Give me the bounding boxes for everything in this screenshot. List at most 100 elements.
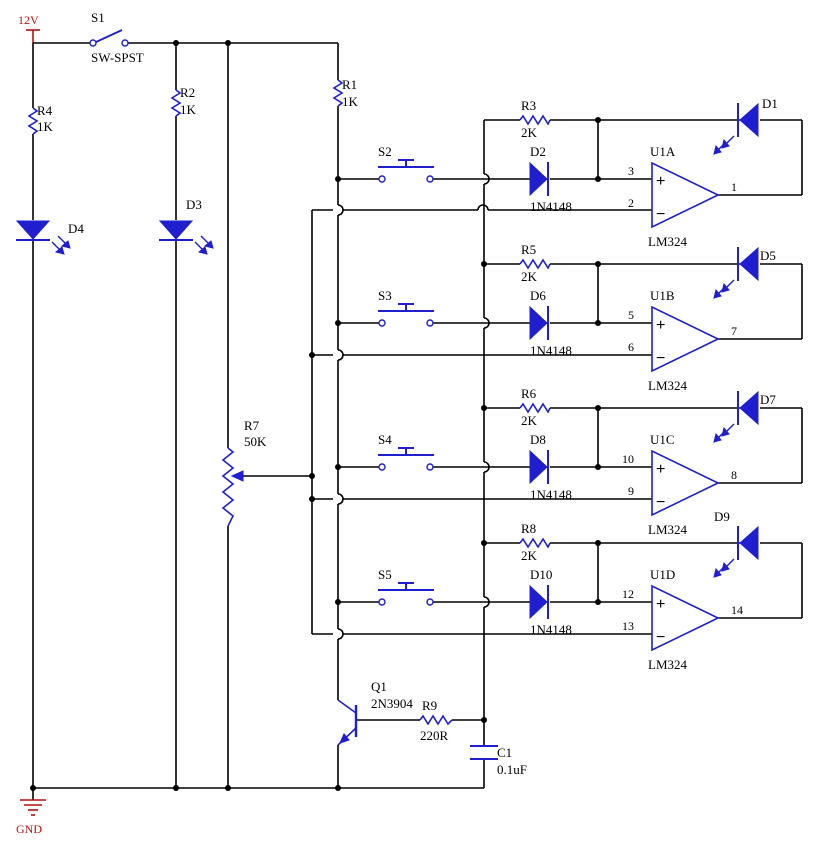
resistor-r4-ref: R4 (37, 103, 53, 118)
opamp-u1d-part: LM324 (648, 657, 688, 672)
resistor-r5-ref: R5 (521, 242, 536, 257)
wires (32, 42, 652, 800)
led-d7-ref: D7 (760, 392, 776, 407)
opamp-u1c-pin-plus: 10 (622, 452, 634, 466)
led-d7: D7 (713, 390, 776, 443)
diode-d6: D6 1N4148 (529, 288, 572, 358)
resistor-r6-value: 2K (521, 413, 538, 428)
opamp-u1d-ref: U1D (650, 567, 675, 582)
diode-d10-part: 1N4148 (530, 622, 572, 637)
resistor-r9-ref: R9 (422, 698, 437, 713)
resistor-r6: R6 2K (519, 386, 551, 428)
opamp-u1c-ref: U1C (650, 432, 675, 447)
channel-4-wires (338, 542, 803, 619)
opamp-u1a-pin-minus: 2 (628, 196, 634, 210)
opamp-minus-icon: − (656, 629, 665, 646)
opamp-u1a-pin-out: 1 (731, 180, 737, 194)
channel-1-wires (338, 119, 803, 196)
pushbutton-s4: S4 (378, 432, 434, 471)
potentiometer-r7-ref: R7 (244, 418, 260, 433)
diode-d6-ref: D6 (530, 288, 546, 303)
led-d4-ref: D4 (68, 221, 84, 236)
opamp-minus-icon: − (656, 494, 665, 511)
transistor-q1: Q1 2N3904 (337, 679, 413, 760)
opamp-u1c-part: LM324 (648, 522, 688, 537)
led-d5: D5 (713, 246, 776, 299)
resistor-r5-value: 2K (521, 269, 538, 284)
capacitor-c1: C1 0.1uF (470, 745, 527, 777)
resistor-r1-ref: R1 (342, 77, 357, 92)
resistor-r4: R4 1K (27, 103, 54, 135)
resistor-r3: R3 2K (519, 98, 551, 140)
opamp-plus-icon: + (656, 461, 665, 478)
junction-dots (30, 40, 601, 791)
opamp-u1b: + − U1B LM324 5 6 7 (628, 288, 737, 393)
transistor-q1-part: 2N3904 (371, 696, 413, 711)
opamp-u1a: + − U1A LM324 3 2 1 (628, 144, 737, 249)
channel-1: S2 R3 2K D2 1N4148 D1 + − U1A LM324 (378, 96, 778, 249)
led-d4: D4 (15, 220, 84, 255)
resistor-r8: R8 2K (519, 521, 551, 563)
led-d3: D3 (158, 197, 214, 255)
resistor-r2-value: 1K (180, 102, 197, 117)
channel-4: S5 R8 2K D10 1N4148 D9 + − U1D LM324 (378, 509, 759, 672)
diode-d6-part: 1N4148 (530, 343, 572, 358)
opamp-plus-icon: + (656, 596, 665, 613)
opamp-u1a-ref: U1A (650, 144, 676, 159)
capacitor-c1-ref: C1 (497, 745, 512, 760)
resistor-r8-ref: R8 (521, 521, 536, 536)
opamp-minus-icon: − (656, 206, 665, 223)
diode-d10-ref: D10 (530, 567, 552, 582)
opamp-u1d-pin-out: 14 (731, 603, 743, 617)
opamp-minus-icon: − (656, 350, 665, 367)
gnd-label: GND (16, 822, 42, 836)
transistor-q1-ref: Q1 (371, 679, 387, 694)
opamp-u1c-pin-out: 8 (731, 468, 737, 482)
resistor-r2: R2 1K (170, 85, 197, 117)
resistor-r1-value: 1K (342, 94, 359, 109)
channel-2: S3 R5 2K D6 1N4148 D5 + − U1B LM324 (378, 242, 776, 393)
opamp-u1d-pin-plus: 12 (622, 587, 634, 601)
diode-d2-ref: D2 (530, 144, 546, 159)
pushbutton-s4-ref: S4 (378, 432, 392, 447)
switch-s1: S1 SW-SPST (89, 10, 144, 65)
resistor-r2-ref: R2 (180, 85, 195, 100)
opamp-u1b-part: LM324 (648, 378, 688, 393)
opamp-u1b-pin-minus: 6 (628, 340, 634, 354)
diode-d8-ref: D8 (530, 432, 546, 447)
opamp-u1c: + − U1C LM324 10 9 8 (622, 432, 737, 537)
resistor-r6-ref: R6 (521, 386, 537, 401)
resistor-r4-value: 1K (37, 119, 54, 134)
opamp-u1a-part: LM324 (648, 234, 688, 249)
opamp-u1b-ref: U1B (650, 288, 675, 303)
led-d1-ref: D1 (762, 96, 778, 111)
potentiometer-r7: R7 50K (221, 418, 267, 527)
switch-s1-ref: S1 (91, 10, 105, 25)
opamp-u1b-pin-out: 7 (731, 324, 737, 338)
diode-d8-part: 1N4148 (530, 487, 572, 502)
opamp-u1c-pin-minus: 9 (628, 484, 634, 498)
diode-d2: D2 1N4148 (529, 144, 572, 214)
capacitor-c1-value: 0.1uF (497, 762, 527, 777)
led-d9: D9 (713, 509, 759, 578)
resistor-r3-value: 2K (521, 125, 538, 140)
resistor-r1: R1 1K (332, 77, 359, 109)
diode-d10: D10 1N4148 (529, 567, 572, 637)
pushbutton-s2-ref: S2 (378, 144, 392, 159)
power-symbol: 12V (18, 13, 40, 43)
vcc-label: 12V (18, 13, 39, 27)
ground-symbol: GND (16, 799, 46, 836)
pushbutton-s5: S5 (378, 567, 434, 606)
pushbutton-s5-ref: S5 (378, 567, 392, 582)
opamp-u1b-pin-plus: 5 (628, 308, 634, 322)
opamp-u1d: + − U1D LM324 12 13 14 (622, 567, 743, 672)
pushbutton-s2: S2 (378, 144, 434, 183)
led-d3-ref: D3 (186, 197, 202, 212)
resistor-r9: R9 220R (419, 698, 453, 743)
pushbutton-s3: S3 (378, 288, 434, 327)
diode-d2-part: 1N4148 (530, 199, 572, 214)
resistor-r9-value: 220R (420, 728, 449, 743)
opamp-plus-icon: + (656, 173, 665, 190)
resistor-r5: R5 2K (519, 242, 551, 284)
